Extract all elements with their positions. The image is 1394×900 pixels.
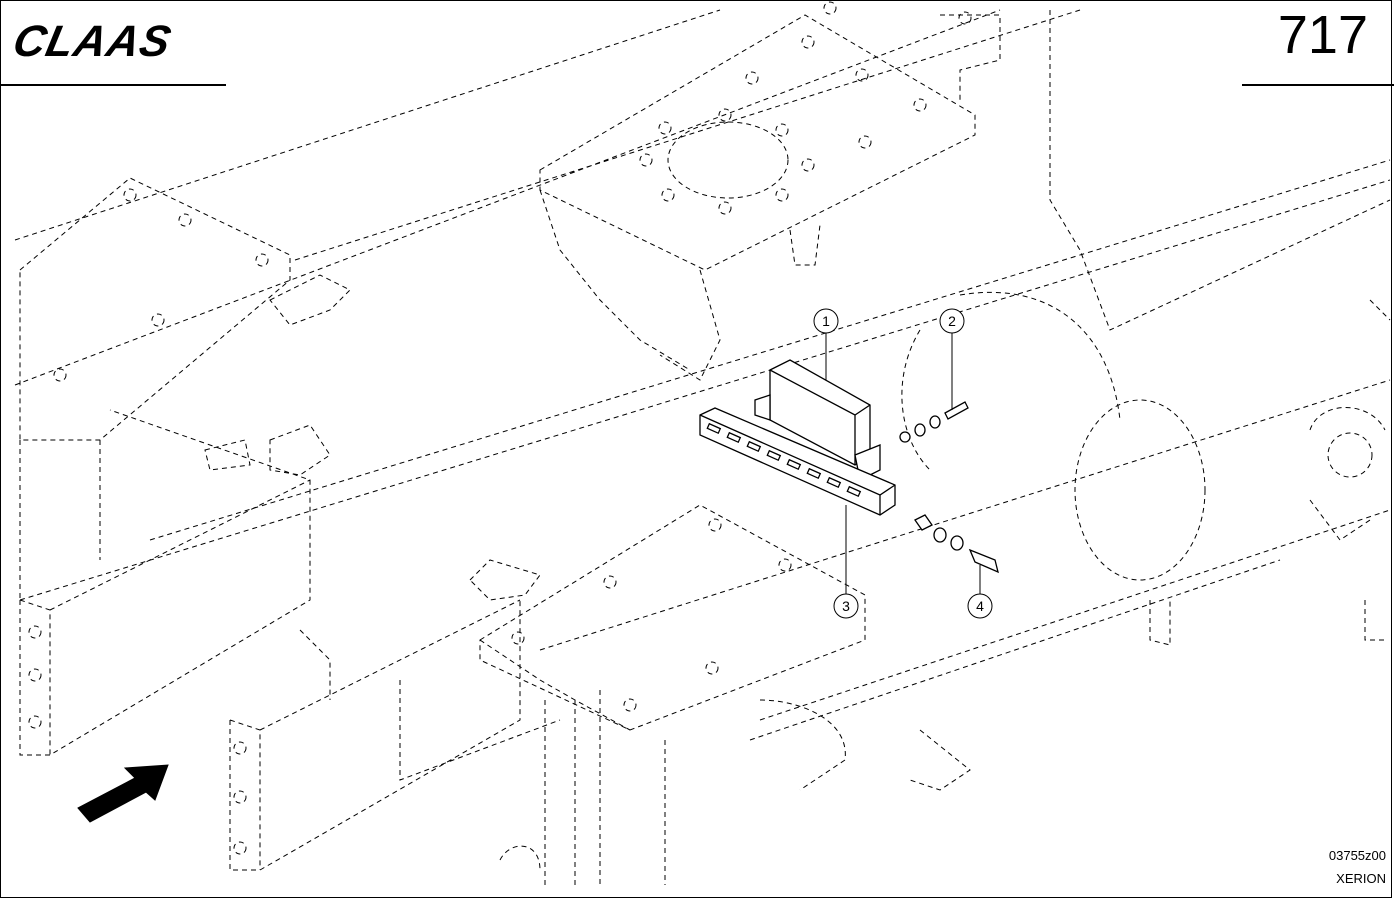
svg-text:1: 1 (822, 313, 830, 329)
part-2-bolt (944, 401, 969, 420)
part-4-bolt (968, 548, 999, 574)
svg-text:2: 2 (948, 313, 956, 329)
svg-text:4: 4 (976, 598, 984, 614)
part-2-nut (899, 431, 911, 443)
callout-4: 4 (967, 565, 993, 619)
chassis-frame (14, 1, 1391, 885)
callouts: 1 2 3 4 (813, 308, 993, 619)
part-4-nut (914, 514, 933, 531)
callout-1: 1 (813, 308, 839, 380)
model-name: XERION (1336, 871, 1386, 886)
figure-code: 03755z00 (1328, 848, 1386, 863)
callout-2: 2 (939, 308, 965, 410)
page-number: 717 (1277, 5, 1368, 65)
direction-arrow-icon (77, 764, 169, 823)
part-3-slotted-bracket (699, 407, 896, 516)
page-number-underline (1242, 84, 1394, 86)
parts-solid (699, 359, 999, 574)
svg-text:3: 3 (842, 598, 850, 614)
callout-3: 3 (833, 505, 859, 619)
logo-underline (0, 84, 226, 86)
